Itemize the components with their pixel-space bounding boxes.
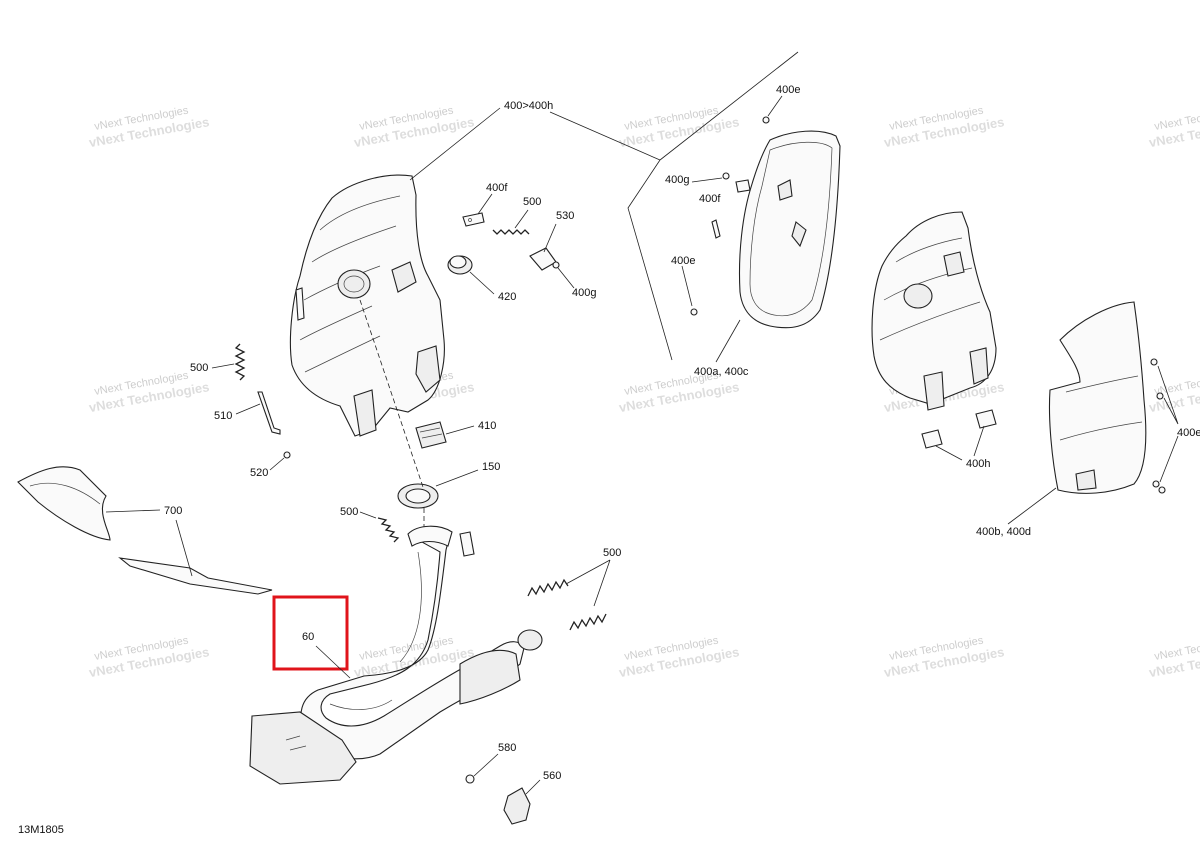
leader-line bbox=[1157, 365, 1179, 483]
callout-150[interactable]: 150 bbox=[482, 461, 500, 473]
callout-400h[interactable]: 400h bbox=[966, 458, 990, 470]
leader-line bbox=[681, 265, 693, 307]
leader-line bbox=[409, 107, 501, 181]
watermark: vNext Technologies vNext Technologies bbox=[618, 635, 741, 681]
leader-line bbox=[469, 271, 495, 295]
callout-420[interactable]: 420 bbox=[498, 291, 516, 303]
leader-line bbox=[627, 159, 673, 361]
leader-line bbox=[477, 193, 493, 215]
assembly-line bbox=[359, 299, 425, 491]
callout-400f-right[interactable]: 400f bbox=[699, 193, 721, 205]
leader-line bbox=[445, 425, 475, 435]
leader-line bbox=[211, 363, 235, 369]
screw-part-400g[interactable] bbox=[552, 261, 560, 269]
bolt-part-520[interactable] bbox=[283, 451, 291, 459]
cap-part-420[interactable] bbox=[447, 255, 473, 275]
leader-line bbox=[691, 177, 723, 183]
screw-part-400e[interactable] bbox=[762, 116, 770, 124]
watermark: vNext Technologies vNext Technologies bbox=[1148, 635, 1200, 681]
callout-400b-400d[interactable]: 400b, 400d bbox=[976, 526, 1031, 538]
watermark: vNext Technologies vNext Technologies bbox=[1148, 105, 1200, 151]
bracket-part-560[interactable] bbox=[503, 787, 531, 825]
leader-line bbox=[315, 645, 351, 679]
watermark: vNext Technologies vNext Technologies bbox=[88, 105, 211, 151]
callout-400f[interactable]: 400f bbox=[486, 182, 508, 194]
spring-part-500-right-b[interactable] bbox=[569, 613, 607, 631]
callout-560[interactable]: 560 bbox=[543, 770, 561, 782]
clip-part[interactable] bbox=[459, 531, 475, 557]
gasket-part-410[interactable] bbox=[415, 421, 447, 449]
clip-part-400h[interactable] bbox=[921, 409, 997, 449]
leader-line bbox=[767, 95, 783, 117]
exhaust-pipe-part-60[interactable] bbox=[249, 525, 543, 785]
pin-part[interactable] bbox=[711, 219, 721, 239]
watermark: vNext Technologies vNext Technologies bbox=[88, 635, 211, 681]
screw-part-400e-mid[interactable] bbox=[690, 308, 698, 316]
bracket-part-400f[interactable] bbox=[462, 212, 485, 227]
rod-part-510[interactable] bbox=[257, 391, 281, 435]
muffler-assembly-right[interactable] bbox=[871, 211, 997, 411]
diagram-code: 13M1805 bbox=[18, 824, 64, 836]
spring-part-500-mid[interactable] bbox=[377, 517, 400, 543]
watermark: vNext Technologies vNext Technologies bbox=[618, 105, 741, 151]
leader-line bbox=[659, 51, 799, 161]
callout-500[interactable]: 500 bbox=[523, 196, 541, 208]
screw-part-400g-right[interactable] bbox=[722, 172, 730, 180]
leader-line bbox=[359, 511, 377, 519]
watermark: vNext Technologies vNext Technologies bbox=[883, 635, 1006, 681]
callout-500-mid[interactable]: 500 bbox=[340, 506, 358, 518]
callout-700[interactable]: 700 bbox=[164, 505, 182, 517]
leader-line bbox=[557, 267, 575, 289]
callout-400g-right[interactable]: 400g bbox=[665, 174, 689, 186]
leader-line bbox=[175, 519, 193, 577]
leader-line bbox=[715, 319, 741, 363]
callout-400e-far[interactable]: 400e bbox=[1177, 427, 1200, 439]
heat-shield-400b[interactable] bbox=[1048, 301, 1147, 494]
callout-410[interactable]: 410 bbox=[478, 420, 496, 432]
leader-line bbox=[105, 509, 161, 513]
callout-500-left[interactable]: 500 bbox=[190, 362, 208, 374]
callout-520[interactable]: 520 bbox=[250, 467, 268, 479]
bracket-part-400f-right[interactable] bbox=[735, 179, 751, 193]
leader-line bbox=[565, 559, 611, 607]
leader-line bbox=[514, 209, 529, 229]
leader-line bbox=[935, 445, 963, 461]
leader-line bbox=[473, 753, 499, 777]
leader-line bbox=[235, 403, 261, 415]
callout-60[interactable]: 60 bbox=[302, 631, 314, 643]
leader-line bbox=[269, 457, 285, 471]
clamp-part-530[interactable] bbox=[529, 247, 557, 271]
bolt-part-580[interactable] bbox=[465, 774, 475, 784]
leader-line bbox=[973, 425, 985, 457]
spring-part-500-right-a[interactable] bbox=[527, 578, 569, 597]
seal-ring-part-150[interactable] bbox=[397, 483, 439, 509]
heat-shield-400a[interactable] bbox=[738, 130, 841, 329]
highlight-box bbox=[272, 595, 349, 671]
leader-line bbox=[435, 469, 479, 487]
callout-400-400h[interactable]: 400>400h bbox=[504, 100, 553, 112]
spring-part-500[interactable] bbox=[492, 229, 530, 235]
callout-400a-400c[interactable]: 400a, 400c bbox=[694, 366, 749, 378]
leader-line bbox=[543, 223, 557, 253]
leader-line bbox=[1007, 487, 1057, 525]
watermark: vNext Technologies vNext Technologies bbox=[883, 105, 1006, 151]
leader-line bbox=[549, 111, 661, 161]
spring-part-500-left[interactable] bbox=[234, 343, 246, 381]
callout-400e-mid[interactable]: 400e bbox=[671, 255, 695, 267]
callout-500-right[interactable]: 500 bbox=[603, 547, 621, 559]
callout-580[interactable]: 580 bbox=[498, 742, 516, 754]
callout-400g[interactable]: 400g bbox=[572, 287, 596, 299]
screws-part-400e-far[interactable] bbox=[1150, 358, 1166, 494]
leader-line bbox=[525, 779, 541, 795]
callout-400e[interactable]: 400e bbox=[776, 84, 800, 96]
heat-shield-part-700[interactable] bbox=[17, 466, 273, 595]
callout-530[interactable]: 530 bbox=[556, 210, 574, 222]
callout-510[interactable]: 510 bbox=[214, 410, 232, 422]
muffler-assembly[interactable] bbox=[289, 174, 445, 437]
